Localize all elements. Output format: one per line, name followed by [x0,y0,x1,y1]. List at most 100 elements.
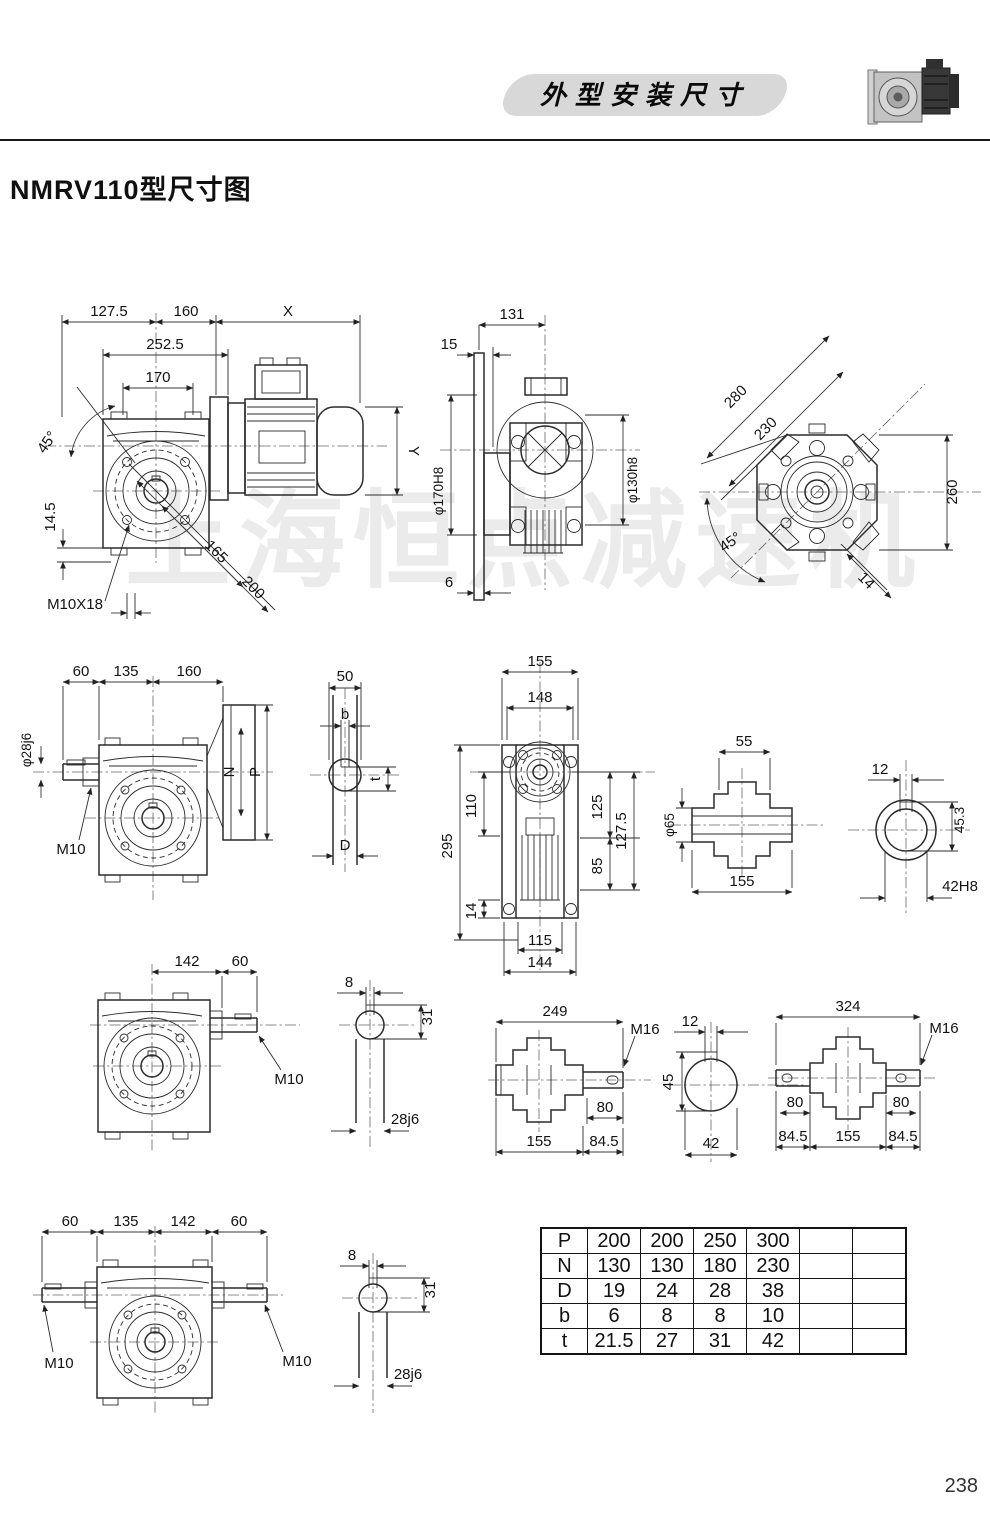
dim-label: 280 [721,382,751,412]
page-number: 238 [944,1475,978,1497]
dim-label: 160 [173,303,198,320]
geometry [33,676,273,900]
table-cell: 19 [587,1278,641,1304]
dim-label: 142 [174,953,199,970]
dim-label: M10 [282,1353,311,1370]
table-cell [799,1253,853,1279]
table-cell [799,1303,853,1329]
table-cell [799,1278,853,1304]
dim-label: φ170H8 [431,467,446,516]
table-cell: 230 [746,1253,800,1279]
table-cell: 8 [693,1303,747,1329]
dimension-table: P 200 200 250 300 N 130 130 180 230 D 19… [540,1227,907,1355]
geometry [768,1014,936,1151]
geometry [334,1253,430,1413]
table-row: P 200 200 250 300 [540,1227,907,1254]
dim-label: 84.5 [589,1133,618,1150]
table-row: b 6 8 8 10 [540,1303,907,1329]
dim-label: P [247,767,264,777]
dim-label: M10 [44,1355,73,1372]
drawing-front-view-flange: 60 135 160 φ28j6 M10 N P [19,663,273,900]
dim-label: X [283,303,293,320]
header-divider [0,139,990,141]
table-cell: 130 [587,1253,641,1279]
dim-label: 12 [872,761,889,778]
dim-label: Y [405,446,422,456]
dim-label: 80 [597,1099,614,1116]
table-cell: 250 [693,1227,747,1254]
dim-label: 60 [73,663,90,680]
dim-label: b [341,706,349,723]
table-row-label: D [540,1278,588,1304]
table-cell [799,1328,853,1355]
table-row: N 130 130 180 230 [540,1253,907,1279]
dim-label: 131 [499,306,524,323]
dim-label: M16 [929,1020,958,1037]
dim-label: 249 [542,1003,567,1020]
dim-label: 295 [439,833,456,858]
drawing-input-shaft-section-b: 8 31 28j6 [334,1247,439,1413]
table-row-label: t [540,1328,588,1355]
drawing-front-view-shaft-right: 142 60 M10 [90,953,304,1152]
drawing-back-view: 280 230 260 45° 14 [699,335,981,599]
dim-label: 42 [703,1135,720,1152]
geometry [90,964,300,1152]
dim-label: 45 [660,1074,677,1091]
gearbox-photo [867,59,959,125]
table-cell: 200 [640,1227,694,1254]
drawing-double-output-shaft: 324 M16 80 80 84.5 155 84.5 [768,998,959,1151]
table-cell: 42 [746,1328,800,1355]
table-cell [852,1303,907,1329]
table-cell: 28 [693,1278,747,1304]
dim-label: 260 [944,479,961,504]
dim-label: M10 [56,841,85,858]
table-cell: 24 [640,1278,694,1304]
dim-label: 14 [854,569,878,593]
drawing-bottom-view: 155 148 295 110 125 127.5 85 14 115 144 [439,653,655,976]
dim-label: 15 [441,336,458,353]
dim-label: 12 [682,1013,699,1030]
dim-label: 60 [62,1213,79,1230]
dim-label: φ28j6 [19,733,34,767]
dim-label: 85 [589,858,606,875]
header-banner: 外型安装尺寸 [496,74,794,116]
dim-label: 14.5 [42,502,59,531]
table-cell [852,1227,907,1254]
geometry [670,1022,806,1162]
dim-label: 115 [528,932,552,949]
dim-label: M10X18 [47,596,103,613]
dim-label: φ65 [662,813,677,837]
dim-label: 45.3 [952,807,967,833]
table-cell: 10 [746,1303,800,1329]
dim-label: 6 [445,574,453,591]
dim-label: 127.5 [90,303,128,320]
drawing-output-key-section: 12 45 42 [660,1013,806,1162]
table-cell: 180 [693,1253,747,1279]
dim-label: t [367,776,384,781]
table-cell [852,1328,907,1355]
drawing-hollow-output: 55 φ65 155 [662,733,824,895]
table-cell: 21.5 [587,1328,641,1355]
drawing-input-shaft-section-a: 8 31 28j6 [331,974,436,1150]
drawing-shaft-section-d: 50 b t D [310,668,402,872]
dim-label: 45° [34,428,61,456]
dim-label: 144 [527,954,552,971]
geometry [454,662,655,976]
geometry [848,760,970,915]
geometry [33,1226,284,1415]
drawing-front-view-with-motor: 127.5 160 X 252.5 170 45° 14.5 M10X18 16… [34,303,422,619]
geometry [488,1019,651,1156]
dim-label: 31 [419,1009,436,1026]
table-cell: 8 [640,1303,694,1329]
table-cell: 6 [587,1303,641,1329]
table-cell: 130 [640,1253,694,1279]
table-row-label: N [540,1253,588,1279]
drawing-single-output-shaft: 249 M16 80 155 84.5 [488,1003,660,1156]
geometry [440,315,640,601]
dim-label: 28j6 [394,1366,422,1383]
dim-label: 127.5 [613,812,630,850]
dim-label: 8 [345,974,353,991]
table-cell: 31 [693,1328,747,1355]
dim-label: 142 [170,1213,195,1230]
